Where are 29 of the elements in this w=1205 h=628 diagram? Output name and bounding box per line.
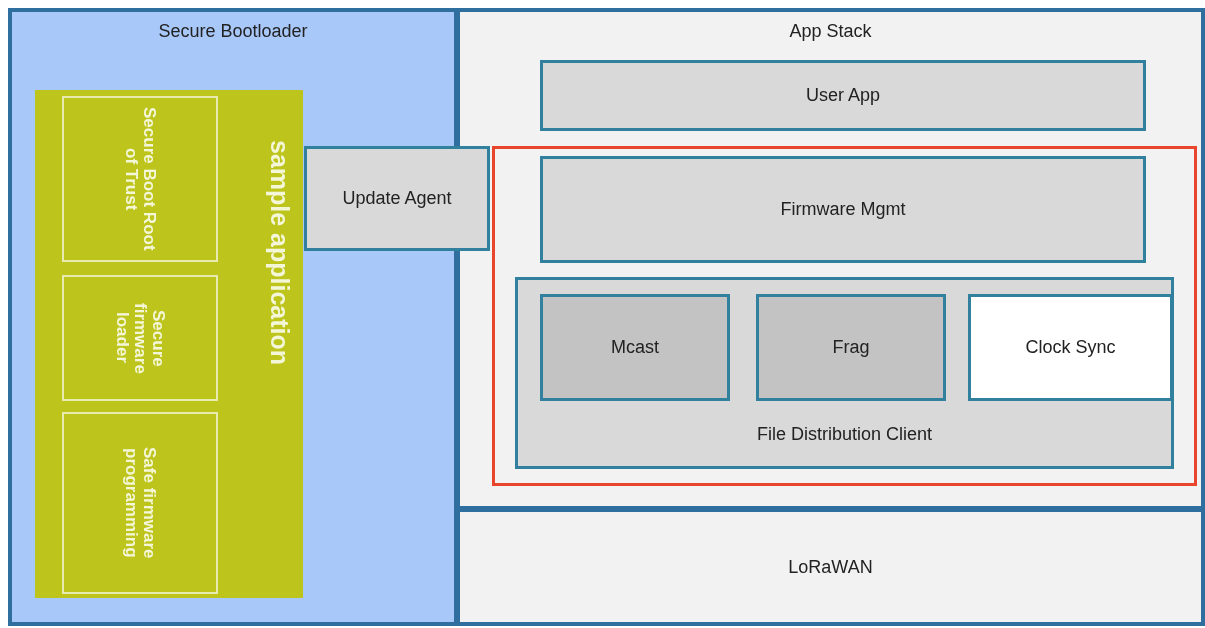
component-box <box>62 412 218 594</box>
node-label: Secure firmware loader <box>113 301 167 376</box>
node-label: Safe firmware programming <box>122 446 158 561</box>
application-block <box>35 90 303 598</box>
module-box <box>540 156 1146 263</box>
module-box <box>756 294 946 401</box>
node-label: Secure Boot Root of Trust <box>122 106 158 253</box>
node-label: LoRaWAN <box>788 557 873 577</box>
agent-box <box>304 146 490 251</box>
bootloader-panel <box>8 8 458 626</box>
highlight-frame <box>492 146 1197 486</box>
node-label: Frag <box>832 338 870 357</box>
node-label: Update Agent <box>342 189 452 208</box>
node-label: Firmware Mgmt <box>780 200 906 219</box>
node-label: Secure Bootloader <box>158 22 308 41</box>
node-label: File Distribution Client <box>756 425 933 444</box>
node-label: sample application <box>266 140 293 366</box>
node-label: App Stack <box>789 22 872 41</box>
node-label: Clock Sync <box>1025 338 1116 357</box>
node-label: Mcast <box>611 338 659 357</box>
component-box <box>62 275 218 401</box>
module-box <box>540 60 1146 131</box>
module-group-box <box>515 277 1174 469</box>
node-label: User App <box>805 86 880 105</box>
stack-panel <box>456 8 1205 510</box>
module-box <box>968 294 1173 401</box>
component-box <box>62 96 218 262</box>
stack-panel <box>456 508 1205 626</box>
module-box <box>540 294 730 401</box>
